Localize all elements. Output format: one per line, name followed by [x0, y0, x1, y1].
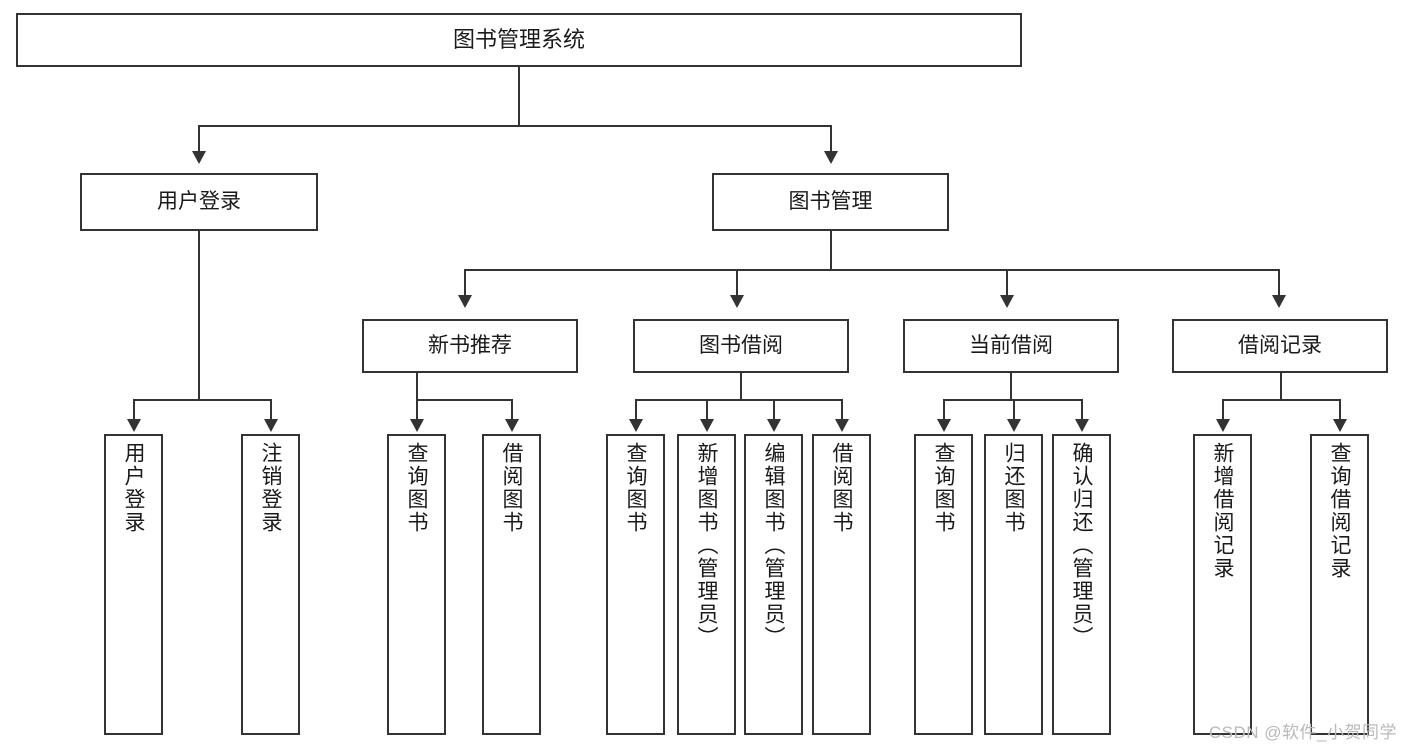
- node-label: 注销登录: [259, 442, 282, 534]
- connector-book-borrow-branch-1: [635, 399, 637, 421]
- connector-current-borrow-branch-2: [1013, 399, 1015, 421]
- leaf-query-book-recommend[interactable]: 查询图书: [387, 434, 446, 735]
- leaf-query-borrow-record[interactable]: 查询借阅记录: [1310, 434, 1369, 735]
- leaf-user-login[interactable]: 用户登录: [104, 434, 163, 735]
- arrow-root-to-book-mgmt: [824, 151, 838, 164]
- node-label: 图书管理: [788, 189, 873, 213]
- node-label: 当前借阅: [969, 333, 1053, 357]
- arrow-to-leaf-query-book-3: [937, 419, 951, 432]
- node-new-book-recommend[interactable]: 新书推荐: [362, 319, 578, 373]
- arrow-to-leaf-edit-book: [767, 419, 781, 432]
- connector-user-login-bus: [133, 399, 270, 401]
- arrow-to-leaf-add-book: [700, 419, 714, 432]
- node-book-management[interactable]: 图书管理: [712, 173, 949, 231]
- node-label: 用户登录: [122, 442, 145, 534]
- connector-borrow-record-branch-2: [1339, 399, 1341, 421]
- watermark-text: CSDN @软件_小贺同学: [1208, 723, 1397, 742]
- connector-current-borrow-branch-1: [943, 399, 945, 421]
- node-label: 查询图书: [405, 442, 428, 534]
- connector-new-book-branch-1: [416, 399, 418, 421]
- node-current-borrow[interactable]: 当前借阅: [903, 319, 1119, 373]
- node-label: 用户登录: [157, 189, 241, 213]
- node-label: 新增借阅记录: [1211, 442, 1234, 580]
- connector-root-bus: [198, 125, 832, 127]
- connector-root-to-user-login: [198, 125, 200, 153]
- leaf-query-book-borrow[interactable]: 查询图书: [606, 434, 665, 735]
- connector-to-current-borrow: [1006, 269, 1008, 297]
- connector-book-borrow-branch-4: [841, 399, 843, 421]
- node-label: 借阅记录: [1238, 333, 1322, 357]
- arrow-to-leaf-borrow-book-1: [505, 419, 519, 432]
- connector-new-book-branch-2: [511, 399, 513, 421]
- node-label: 图书管理系统: [452, 27, 585, 53]
- connector-current-borrow-branch-3: [1081, 399, 1083, 421]
- arrow-to-new-book: [458, 295, 472, 308]
- node-label: 借阅图书: [830, 442, 853, 534]
- connector-to-book-borrow: [736, 269, 738, 297]
- leaf-return-book[interactable]: 归还图书: [984, 434, 1043, 735]
- connector-to-borrow-record: [1278, 269, 1280, 297]
- connector-borrow-record-bus: [1222, 399, 1339, 401]
- node-label: 借阅图书: [500, 442, 523, 534]
- connector-user-login-branch-1: [133, 399, 135, 421]
- arrow-to-leaf-add-record: [1216, 419, 1230, 432]
- node-user-login[interactable]: 用户登录: [80, 173, 318, 231]
- connector-new-book-stem: [416, 373, 418, 401]
- arrow-to-current-borrow: [1000, 295, 1014, 308]
- arrow-to-borrow-record: [1272, 295, 1286, 308]
- connector-user-login-branch-2: [270, 399, 272, 421]
- node-root-system[interactable]: 图书管理系统: [16, 13, 1022, 67]
- leaf-add-borrow-record[interactable]: 新增借阅记录: [1193, 434, 1252, 735]
- connector-level3-bus: [464, 269, 1280, 271]
- leaf-query-book-current[interactable]: 查询图书: [914, 434, 973, 735]
- arrow-to-leaf-query-record: [1333, 419, 1347, 432]
- arrow-root-to-user-login: [192, 151, 206, 164]
- connector-current-borrow-bus: [943, 399, 1081, 401]
- connector-user-login-stem: [198, 231, 200, 401]
- arrow-to-leaf-return-book: [1007, 419, 1021, 432]
- connector-book-borrow-bus: [635, 399, 841, 401]
- arrow-to-book-borrow: [730, 295, 744, 308]
- leaf-confirm-return-admin[interactable]: 确认归还（管理员）: [1052, 434, 1111, 735]
- connector-root-stem: [518, 67, 520, 125]
- node-label: 编辑图书（管理员）: [762, 442, 785, 649]
- connector-borrow-record-branch-1: [1222, 399, 1224, 421]
- node-label: 新书推荐: [428, 333, 512, 357]
- node-label: 确认归还（管理员）: [1070, 442, 1093, 649]
- node-label: 图书借阅: [699, 333, 783, 357]
- arrow-to-leaf-query-book-1: [410, 419, 424, 432]
- node-label: 查询借阅记录: [1328, 442, 1351, 580]
- node-label: 归还图书: [1002, 442, 1025, 534]
- node-label: 查询图书: [624, 442, 647, 534]
- node-borrow-record[interactable]: 借阅记录: [1172, 319, 1388, 373]
- arrow-to-leaf-query-book-2: [629, 419, 643, 432]
- node-label: 新增图书（管理员）: [695, 442, 718, 649]
- node-label: 查询图书: [932, 442, 955, 534]
- connector-new-book-bus: [416, 399, 511, 401]
- connector-to-new-book: [464, 269, 466, 297]
- arrow-to-leaf-logout: [264, 419, 278, 432]
- connector-current-borrow-stem: [1010, 373, 1012, 401]
- leaf-borrow-book-recommend[interactable]: 借阅图书: [482, 434, 541, 735]
- arrow-to-leaf-confirm-return: [1075, 419, 1089, 432]
- leaf-borrow-book[interactable]: 借阅图书: [812, 434, 871, 735]
- connector-root-to-book-mgmt: [830, 125, 832, 153]
- arrow-to-leaf-borrow-book-2: [835, 419, 849, 432]
- connector-book-borrow-stem: [740, 373, 742, 401]
- connector-book-mgmt-stem: [830, 231, 832, 271]
- node-book-borrow[interactable]: 图书借阅: [633, 319, 849, 373]
- arrow-to-leaf-user-login: [127, 419, 141, 432]
- leaf-add-book-admin[interactable]: 新增图书（管理员）: [677, 434, 736, 735]
- connector-borrow-record-stem: [1280, 373, 1282, 401]
- connector-book-borrow-branch-2: [706, 399, 708, 421]
- leaf-logout[interactable]: 注销登录: [241, 434, 300, 735]
- leaf-edit-book-admin[interactable]: 编辑图书（管理员）: [744, 434, 803, 735]
- connector-book-borrow-branch-3: [773, 399, 775, 421]
